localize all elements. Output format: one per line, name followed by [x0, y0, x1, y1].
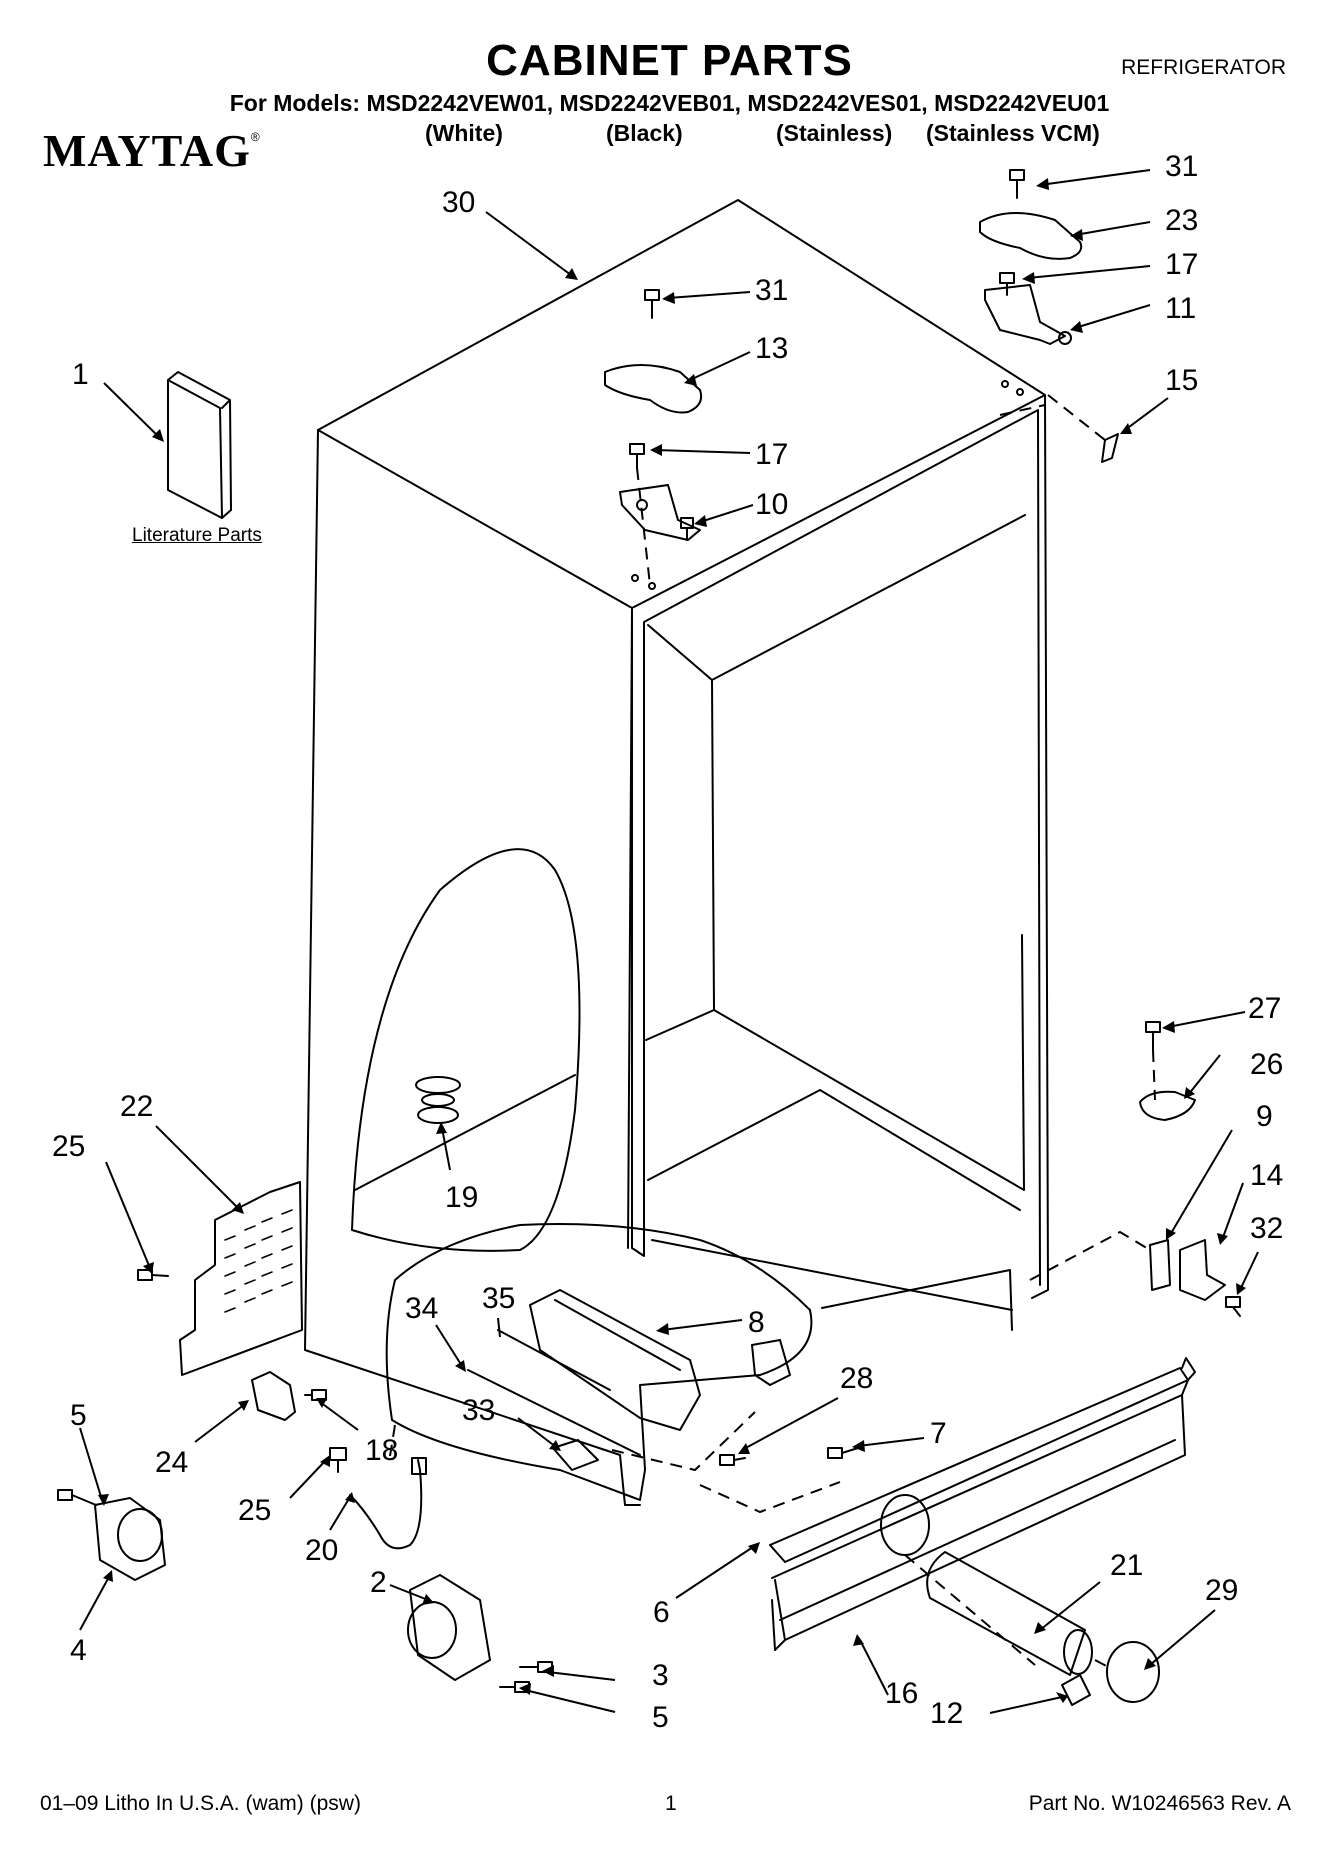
callout-12: 12 [930, 1697, 963, 1730]
callout-6: 6 [653, 1596, 670, 1629]
callout-25: 25 [52, 1130, 85, 1163]
arrowheads [98, 178, 1246, 1703]
fitting-25-bottom [329, 1447, 347, 1473]
callout-29: 29 [1205, 1574, 1238, 1607]
assembly-dashed-lines [389, 394, 1156, 1669]
water-line-20 [349, 1459, 423, 1550]
hinge-cover-top-left [604, 364, 703, 414]
callout-28: 28 [840, 1362, 873, 1395]
callout-34: 34 [405, 1292, 438, 1325]
callout-25: 25 [238, 1494, 271, 1527]
callout-23: 23 [1165, 204, 1198, 237]
screw-10 [680, 517, 694, 541]
callout-17: 17 [1165, 248, 1198, 281]
callout-31: 31 [755, 274, 788, 307]
clip-6 [751, 1339, 791, 1386]
callout-21: 21 [1110, 1549, 1143, 1582]
callout-3: 3 [652, 1659, 669, 1692]
callout-22: 22 [120, 1090, 153, 1123]
rod-35 [497, 1329, 611, 1391]
registered-mark: ® [250, 130, 261, 144]
brand-logo: MAYTAG® [43, 124, 261, 177]
callout-2: 2 [370, 1566, 387, 1599]
leader-lines [79, 169, 1259, 1714]
callout-18: 18 [365, 1434, 398, 1467]
hinge-cover-top-right [979, 211, 1083, 260]
screw-31-top-right [1009, 169, 1025, 199]
callout-26: 26 [1250, 1048, 1283, 1081]
plate-9 [1149, 1239, 1171, 1291]
callout-5: 5 [70, 1399, 87, 1432]
model-list: For Models: MSD2242VEW01, MSD2242VEB01, … [229, 90, 1110, 116]
footer-page-number: 1 [665, 1792, 677, 1815]
callout-5: 5 [652, 1701, 669, 1734]
filter-knob-29 [1106, 1641, 1160, 1703]
callout-16: 16 [885, 1677, 918, 1710]
brand-name: MAYTAG [43, 125, 251, 176]
cabinet-outline [317, 199, 1046, 609]
literature-booklet [167, 379, 223, 519]
base-grille-16 [769, 1367, 1189, 1563]
callout-10: 10 [755, 488, 788, 521]
cabinet-front-frame [631, 409, 1041, 1286]
hinge-bracket-24 [251, 1371, 296, 1421]
color-label-stainless: (Stainless) [776, 120, 893, 146]
drain-plug-19 [415, 1076, 461, 1124]
callout-15: 15 [1165, 364, 1198, 397]
roller-assembly-4 [94, 1497, 166, 1581]
hinge-top-right [984, 284, 1066, 345]
screw-5-left [57, 1489, 97, 1506]
cutaway-panel-left [351, 848, 581, 1252]
callout-17: 17 [755, 438, 788, 471]
color-label-white: (White) [425, 120, 503, 146]
callout-1: 1 [72, 358, 89, 391]
literature-parts-link[interactable]: Literature Parts [132, 525, 262, 546]
filter-cap-12 [1061, 1674, 1091, 1706]
screw-17-top-right [999, 272, 1015, 296]
callout-27: 27 [1248, 992, 1281, 1025]
callout-30: 30 [442, 186, 475, 219]
callout-4: 4 [70, 1634, 87, 1667]
vent-panel-22 [179, 1181, 303, 1376]
callout-13: 13 [755, 332, 788, 365]
callout-20: 20 [305, 1534, 338, 1567]
callout-labels: 30 31 23 17 11 15 31 13 17 10 1 27 26 9 … [52, 150, 1283, 1734]
screw-27 [1145, 1021, 1161, 1051]
water-filter-21 [926, 1551, 1086, 1676]
screw-25-left [137, 1269, 169, 1281]
callout-11: 11 [1165, 292, 1196, 325]
cabinet-interior [645, 679, 715, 1041]
clip-15 [1101, 433, 1119, 463]
screw-32 [1225, 1296, 1241, 1317]
screw-7 [827, 1447, 859, 1459]
callout-31: 31 [1165, 150, 1198, 183]
callout-33: 33 [462, 1394, 495, 1427]
footer-print-info: 01–09 Litho In U.S.A. (wam) (psw) [40, 1792, 361, 1815]
color-label-stainless-vcm: (Stainless VCM) [926, 120, 1100, 146]
cabinet-left-side [304, 429, 621, 1456]
front-roller-2 [407, 1574, 491, 1681]
color-label-black: (Black) [606, 120, 683, 146]
callout-9: 9 [1256, 1100, 1273, 1133]
callout-32: 32 [1250, 1212, 1283, 1245]
block-33 [552, 1439, 599, 1471]
screw-31-top-left [644, 289, 660, 319]
hinge-14 [1179, 1239, 1226, 1301]
appliance-type: REFRIGERATOR [1121, 56, 1286, 79]
cutaway-panel-bottom [385, 1223, 813, 1501]
screw-17-top-left [629, 443, 645, 469]
footer-part-number: Part No. W10246563 Rev. A [1028, 1792, 1291, 1815]
callout-7: 7 [930, 1417, 947, 1450]
hinge-top-left [619, 484, 701, 541]
callout-24: 24 [155, 1446, 188, 1479]
callout-19: 19 [445, 1181, 478, 1214]
callout-14: 14 [1250, 1159, 1283, 1192]
page-title: CABINET PARTS [486, 36, 853, 85]
callout-8: 8 [748, 1306, 765, 1339]
screw-28 [719, 1454, 746, 1466]
callout-35: 35 [482, 1282, 515, 1315]
rod-34 [467, 1369, 641, 1456]
